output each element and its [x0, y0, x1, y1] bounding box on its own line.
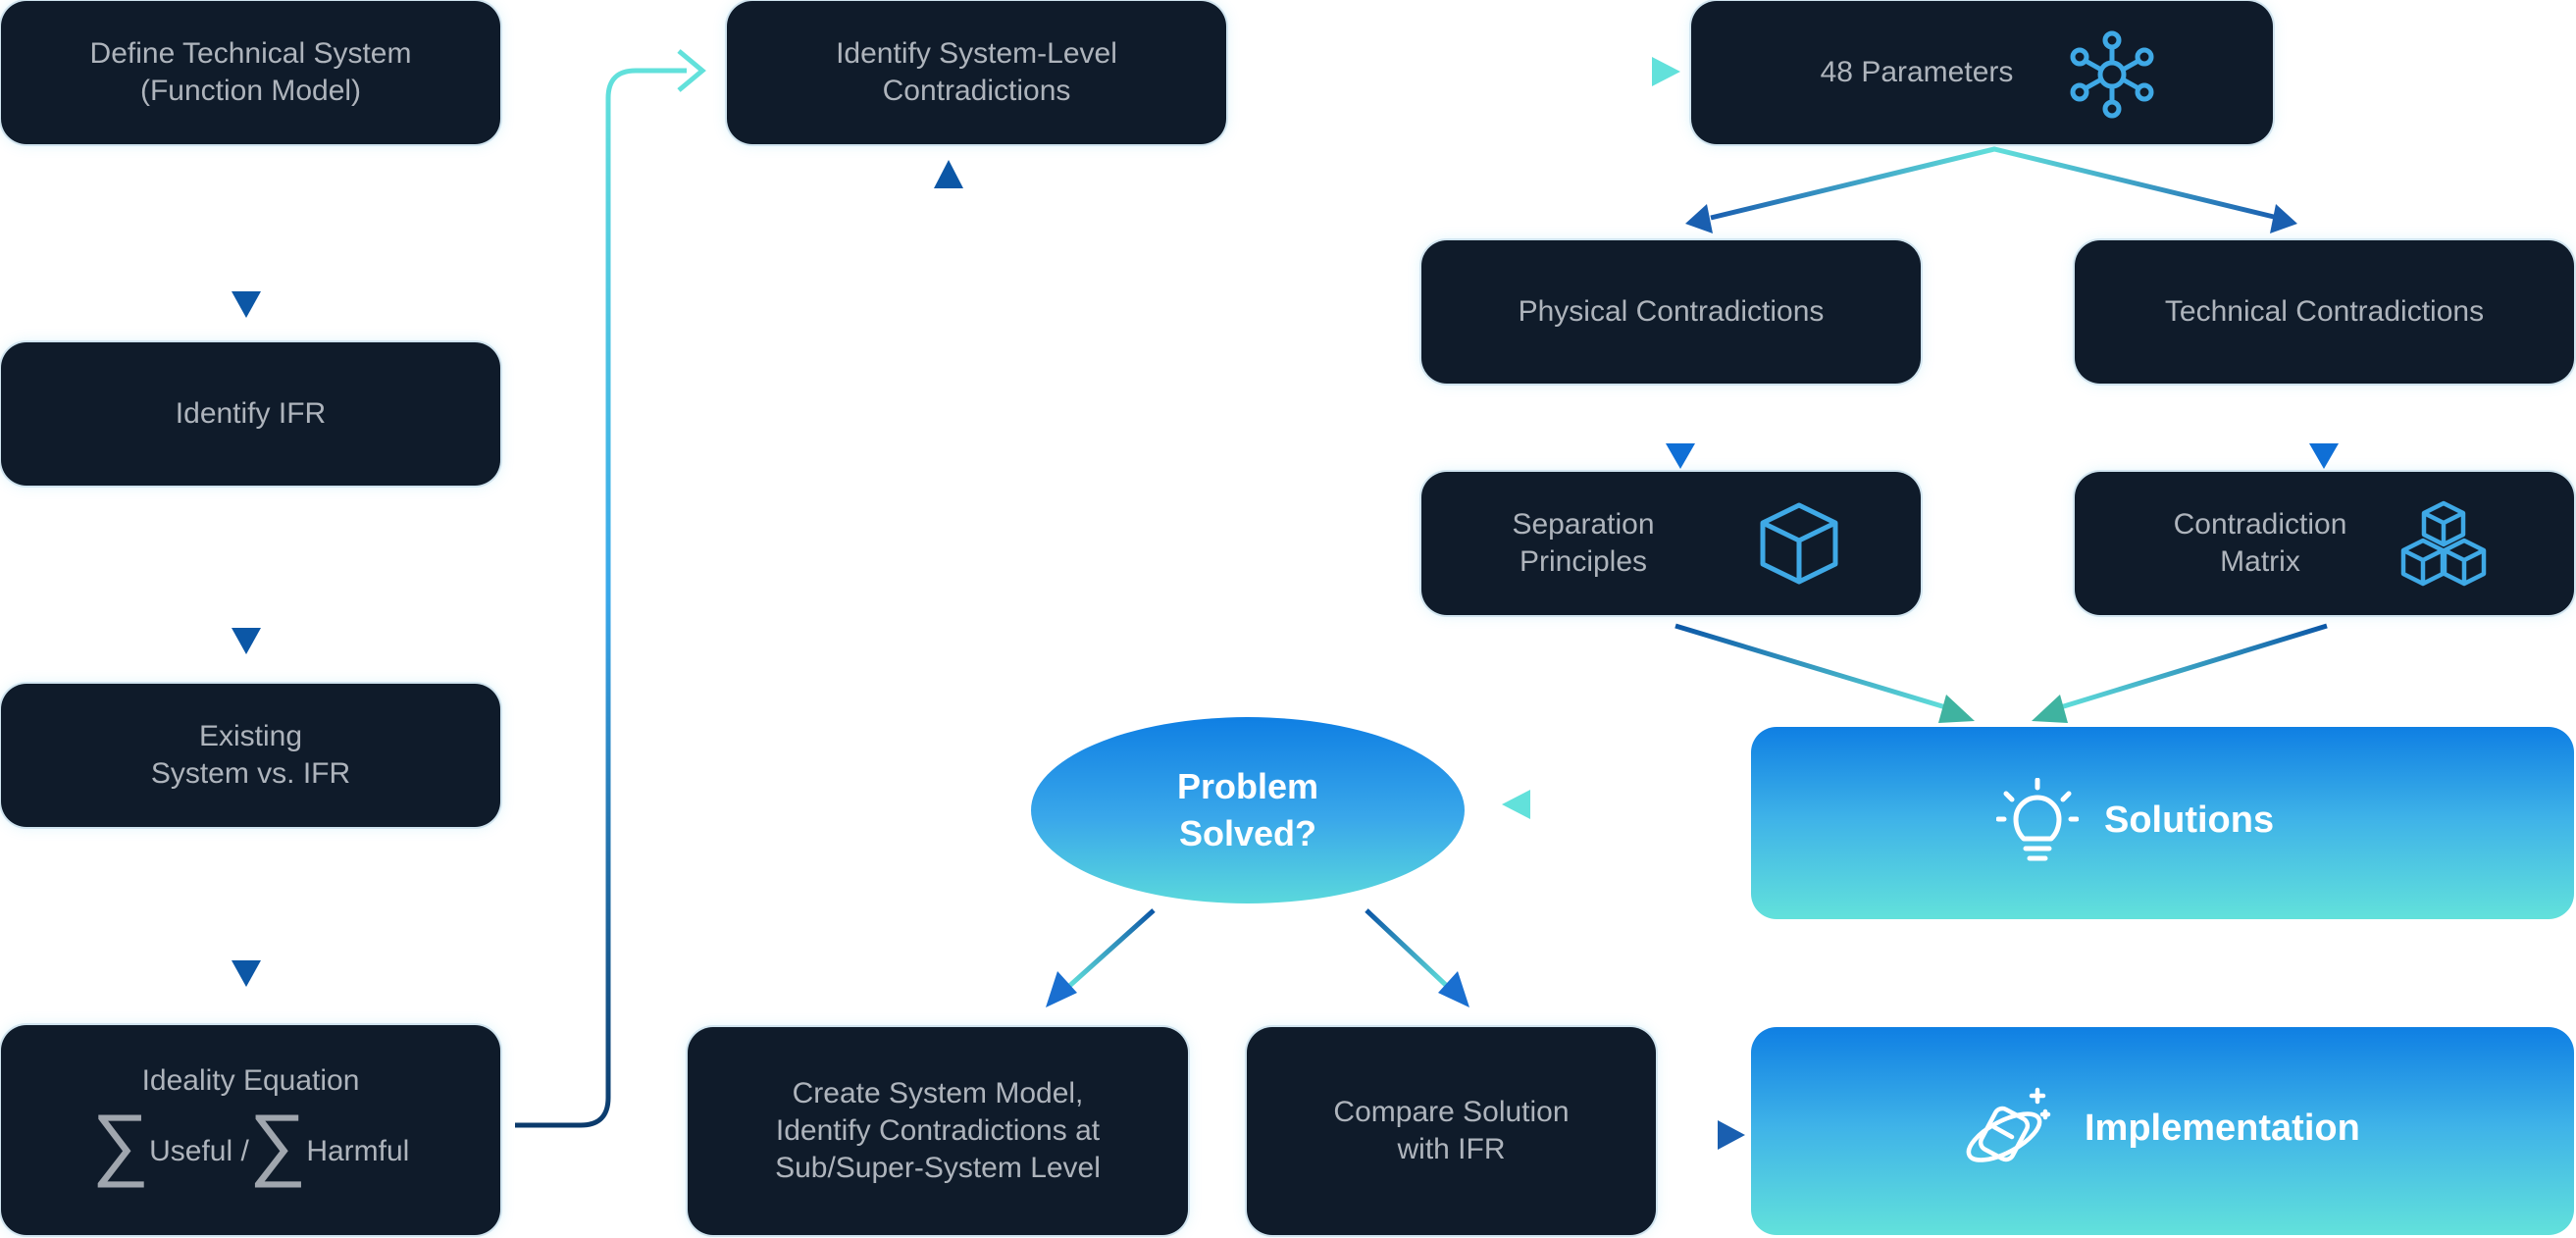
node-solutions: Solutions: [1751, 727, 2574, 919]
ideality-harmful-label: Harmful: [306, 1135, 410, 1167]
node-physical-contradictions: Physical Contradictions: [1421, 240, 1921, 384]
cubes-icon: [2400, 500, 2487, 587]
arrow-solutions-to-problem: [1502, 790, 1738, 819]
node-48-parameters: 48 Parameters: [1691, 1, 2273, 144]
node-separation-principles: Separation Principles: [1421, 472, 1921, 615]
arrow-compare-to-implementation: [1665, 1120, 1745, 1150]
node-problem-solved-label: Problem Solved?: [1176, 766, 1319, 853]
node-compare-label: Compare Solution with IFR: [1333, 1096, 1570, 1165]
node-technical-contradictions: Technical Contradictions: [2075, 240, 2574, 384]
arrow-matrix-to-solutions: [2032, 623, 2328, 723]
node-problem-solved: Problem Solved?: [1031, 717, 1465, 903]
node-create-system-model: Create System Model, Identify Contradict…: [688, 1027, 1188, 1235]
ideality-useful-label: Useful /: [149, 1135, 249, 1167]
node-technical-label: Technical Contradictions: [2164, 295, 2485, 328]
arrow-define-to-ifr: [232, 181, 261, 318]
arrow-technical-to-matrix: [2309, 390, 2339, 469]
arrow-separation-to-solutions: [1674, 623, 1975, 723]
node-parameters-label: 48 Parameters: [1820, 56, 2014, 88]
node-matrix-label: Contradiction Matrix: [2173, 508, 2347, 578]
node-system-level-contradictions: Identify System-Level Contradictions: [727, 1, 1226, 144]
arrow-problem-to-compare: [1365, 908, 1469, 1007]
arrow-physical-to-separation: [1666, 390, 1695, 469]
ideality-formula: ∑Useful /∑Harmful: [1, 1104, 500, 1184]
rocket-planet-icon: [1966, 1087, 2051, 1162]
node-existing-system: Existing System vs. IFR: [1, 684, 500, 827]
sigma-useful-symbol: ∑: [91, 1099, 150, 1188]
node-implementation: Implementation: [1751, 1027, 2574, 1235]
node-solutions-label: Solutions: [2104, 800, 2275, 841]
node-physical-label: Physical Contradictions: [1518, 295, 1825, 328]
arrow-parameters-split: [1685, 146, 2297, 233]
node-define-label: Define Technical System (Function Model): [89, 37, 412, 107]
node-system-level-label: Identify System-Level Contradictions: [836, 37, 1117, 107]
node-define-technical-system: Define Technical System (Function Model): [1, 1, 500, 144]
lightbulb-icon: [1996, 778, 2079, 861]
arrow-ifr-to-existing: [232, 514, 261, 654]
ideality-title: Ideality Equation: [141, 1064, 360, 1097]
cube-icon: [1760, 502, 1838, 585]
sigma-harmful-symbol: ∑: [248, 1099, 307, 1188]
arrow-ideality-to-system-level: [515, 49, 706, 1128]
node-create-model-label: Create System Model, Identify Contradict…: [775, 1077, 1101, 1184]
node-ideality-equation: Ideality Equation ∑Useful /∑Harmful: [1, 1025, 500, 1235]
node-contradiction-matrix: Contradiction Matrix: [2075, 472, 2574, 615]
node-existing-label: Existing System vs. IFR: [150, 720, 351, 790]
node-ifr-label: Identify IFR: [175, 397, 327, 430]
arrow-system-level-to-parameters: [1248, 57, 1680, 86]
node-implementation-label: Implementation: [2085, 1108, 2360, 1149]
network-icon: [2070, 30, 2154, 119]
node-identify-ifr: Identify IFR: [1, 342, 500, 486]
arrow-create-to-system-level: [934, 160, 963, 1008]
node-separation-label: Separation Principles: [1512, 508, 1655, 578]
arrow-problem-to-create: [1046, 908, 1156, 1007]
node-compare-solution: Compare Solution with IFR: [1247, 1027, 1656, 1235]
arrow-existing-to-ideality: [232, 850, 261, 987]
